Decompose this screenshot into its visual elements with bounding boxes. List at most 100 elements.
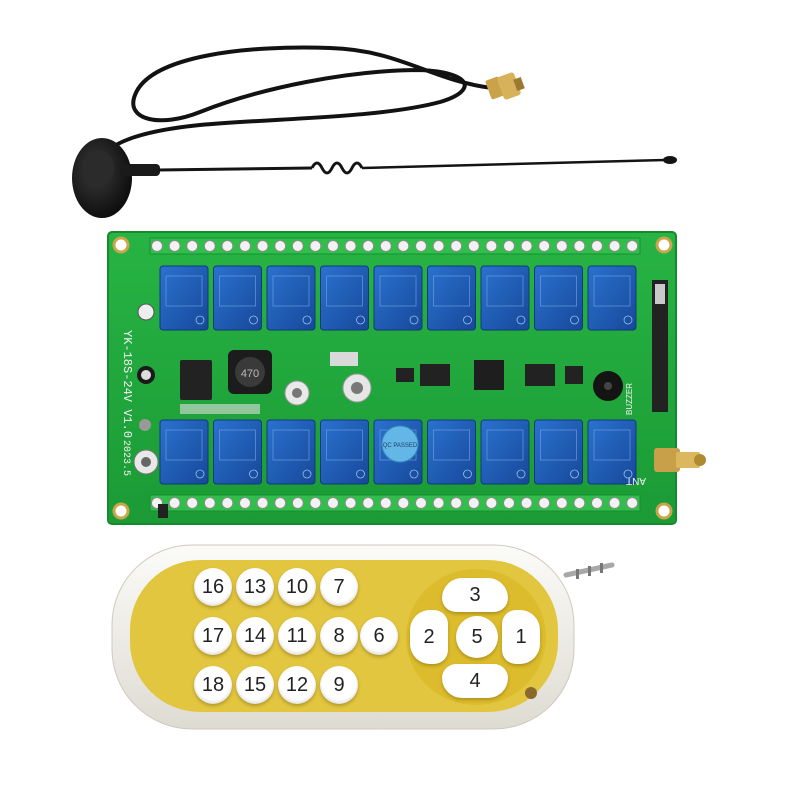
terminal-screw bbox=[626, 497, 639, 509]
terminal-screw bbox=[362, 240, 375, 252]
relay bbox=[266, 419, 316, 485]
remote-key-3[interactable]: 3 bbox=[442, 578, 508, 612]
terminal-screw bbox=[379, 497, 392, 509]
terminal-screw bbox=[485, 497, 498, 509]
terminal-screw bbox=[274, 240, 287, 252]
remote-key-9[interactable]: 9 bbox=[320, 666, 358, 704]
relay bbox=[320, 265, 369, 331]
terminal-screw bbox=[432, 497, 445, 509]
relay-row-top bbox=[159, 265, 637, 331]
remote-key-label: 14 bbox=[243, 624, 267, 647]
terminal-screw bbox=[626, 240, 639, 252]
terminal-screw bbox=[591, 240, 603, 252]
magnetic-base bbox=[72, 138, 160, 218]
remote-key-label: 15 bbox=[243, 673, 267, 696]
terminal-screw bbox=[327, 497, 339, 509]
remote-key-2[interactable]: 2 bbox=[410, 610, 448, 664]
terminal-screw bbox=[203, 240, 216, 252]
terminal-screw bbox=[362, 497, 375, 509]
relay bbox=[159, 265, 209, 331]
middle-components: 470 bbox=[133, 303, 623, 518]
terminal-screw bbox=[503, 497, 515, 509]
remote-key-14[interactable]: 14 bbox=[236, 617, 274, 655]
terminal-screw bbox=[239, 497, 251, 509]
rf-module bbox=[652, 280, 668, 412]
remote-key-label: 6 bbox=[373, 624, 385, 647]
relay bbox=[427, 419, 476, 485]
relay bbox=[427, 265, 476, 331]
terminal-screw bbox=[186, 240, 199, 252]
remote-key-label: 18 bbox=[201, 673, 225, 696]
sma-connector bbox=[485, 72, 525, 100]
terminal-screw bbox=[168, 497, 181, 509]
terminal-screw bbox=[291, 497, 304, 509]
terminal-screw bbox=[485, 240, 498, 252]
terminal-screw bbox=[309, 240, 322, 252]
relay bbox=[213, 265, 262, 331]
terminal-screw bbox=[450, 240, 463, 252]
terminal-screw bbox=[291, 240, 304, 252]
antenna-cable bbox=[98, 45, 494, 162]
relay bbox=[266, 265, 316, 331]
remote-key-17[interactable]: 17 bbox=[194, 617, 232, 655]
terminal-screw bbox=[432, 240, 445, 252]
terminal-screw bbox=[573, 497, 586, 509]
qc-sticker-text: QC PASSED bbox=[383, 443, 418, 449]
terminal-screw bbox=[520, 240, 533, 252]
remote-key-label: 12 bbox=[285, 673, 309, 696]
terminal-screw bbox=[344, 497, 357, 509]
remote-key-5[interactable]: 5 bbox=[456, 616, 498, 658]
remote-key-4[interactable]: 4 bbox=[442, 664, 508, 698]
antenna bbox=[72, 45, 677, 218]
remote-key-13[interactable]: 13 bbox=[236, 568, 274, 606]
terminal-screw bbox=[555, 240, 568, 252]
terminal-screw bbox=[397, 497, 410, 509]
remote-key-8[interactable]: 8 bbox=[320, 617, 358, 655]
qc-sticker: QC PASSED bbox=[381, 425, 419, 463]
status-led bbox=[525, 687, 537, 699]
terminal-screw bbox=[467, 240, 480, 252]
terminal-screw bbox=[608, 497, 621, 509]
remote-key-18[interactable]: 18 bbox=[194, 666, 232, 704]
remote-key-15[interactable]: 15 bbox=[236, 666, 274, 704]
relay bbox=[373, 265, 423, 331]
relay bbox=[480, 265, 530, 331]
board-ant-label: ANT bbox=[626, 475, 646, 486]
remote-key-6[interactable]: 6 bbox=[360, 617, 398, 655]
terminal-screw bbox=[274, 497, 287, 509]
terminal-screw bbox=[520, 497, 533, 509]
terminal-screw bbox=[256, 240, 269, 252]
terminal-screw bbox=[344, 240, 357, 252]
board-date-label: 2023.5 bbox=[120, 440, 131, 476]
remote-key-16[interactable]: 16 bbox=[194, 568, 232, 606]
terminal-screw bbox=[327, 240, 339, 252]
relay bbox=[213, 419, 262, 485]
terminal-screw bbox=[397, 240, 410, 252]
relay bbox=[534, 419, 583, 485]
relay bbox=[480, 419, 530, 485]
terminal-screw bbox=[309, 497, 322, 509]
whip-rod bbox=[157, 156, 677, 175]
remote-key-7[interactable]: 7 bbox=[320, 568, 358, 606]
terminal-block-bottom bbox=[149, 494, 641, 512]
terminal-screw bbox=[450, 497, 463, 509]
relay bbox=[159, 419, 209, 485]
remote-key-label: 17 bbox=[201, 624, 225, 647]
board-antenna-port bbox=[654, 448, 706, 472]
remote-key-11[interactable]: 11 bbox=[278, 617, 316, 655]
terminal-screw bbox=[151, 240, 163, 252]
terminal-screw bbox=[573, 240, 586, 252]
remote-key-label: 10 bbox=[285, 575, 309, 598]
remote-key-12[interactable]: 12 bbox=[278, 666, 316, 704]
relay bbox=[320, 419, 369, 485]
terminal-screw bbox=[168, 240, 181, 252]
terminal-screw bbox=[538, 497, 551, 509]
terminal-screw bbox=[256, 497, 269, 509]
remote-key-label: 8 bbox=[333, 624, 345, 647]
remote-key-10[interactable]: 10 bbox=[278, 568, 316, 606]
inductor-marking: 470 bbox=[241, 368, 259, 380]
terminal-screw bbox=[186, 497, 199, 509]
terminal-screw bbox=[608, 240, 621, 252]
remote-key-label: 9 bbox=[333, 673, 345, 696]
remote-key-1[interactable]: 1 bbox=[502, 610, 540, 664]
